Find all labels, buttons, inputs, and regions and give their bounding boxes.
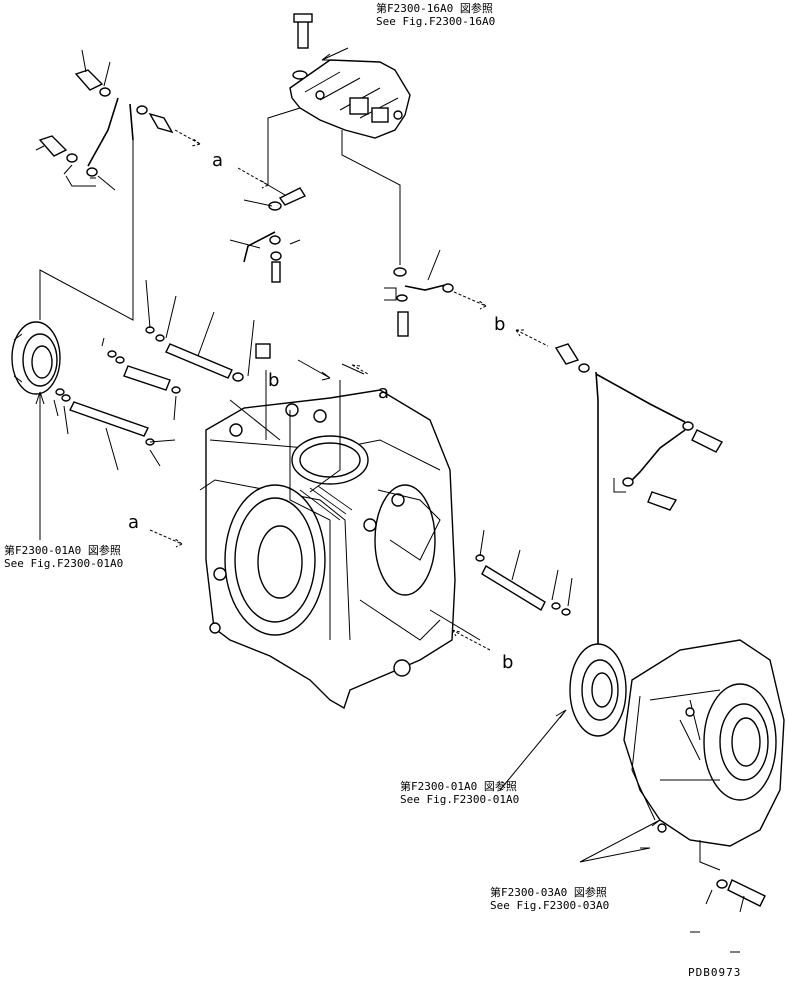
transmission-housing [199, 389, 456, 710]
left-cover-flange [11, 321, 61, 395]
bottom-right-bolt [716, 879, 766, 907]
right-mid-fittings [384, 249, 454, 337]
right-cover-flange [569, 643, 627, 737]
reference-en: See Fig.F2300-03A0 [490, 899, 610, 912]
pins-right [475, 554, 571, 616]
connection-label-a: a [128, 512, 140, 533]
reference-jp: 第F2300-01A0 図参照 [400, 780, 517, 793]
reference-label-left: 第F2300-01A0 図参照 See Fig.F2300-01A0 [4, 544, 123, 570]
right-side-fittings [554, 343, 723, 660]
pins-left [55, 326, 271, 446]
reference-en: See Fig.F2300-01A0 [400, 793, 520, 806]
reference-jp: 第F2300-03A0 図参照 [490, 886, 607, 899]
connection-label-b: b [502, 652, 514, 673]
reference-en: See Fig.F2300-16A0 [376, 15, 496, 28]
center-fittings [243, 187, 307, 283]
reference-jp: 第F2300-16A0 図参照 [376, 2, 493, 15]
reference-jp: 第F2300-01A0 図参照 [4, 544, 121, 557]
bell-housing [623, 639, 785, 847]
reference-label-bottom: 第F2300-03A0 図参照 See Fig.F2300-03A0 [490, 886, 609, 912]
connection-label-a: a [378, 382, 390, 403]
reference-label-right: 第F2300-01A0 図参照 See Fig.F2300-01A0 [400, 780, 519, 806]
connection-label-b: b [268, 370, 280, 391]
reference-label-top: 第F2300-16A0 図参照 See Fig.F2300-16A0 [376, 2, 495, 28]
connection-label-a: a [212, 150, 224, 171]
connection-label-b: b [494, 314, 506, 335]
reference-en: See Fig.F2300-01A0 [4, 557, 124, 570]
upper-left-fittings [38, 69, 174, 177]
control-valve-assembly [289, 13, 411, 139]
drawing-code: PDB0973 [688, 966, 742, 979]
